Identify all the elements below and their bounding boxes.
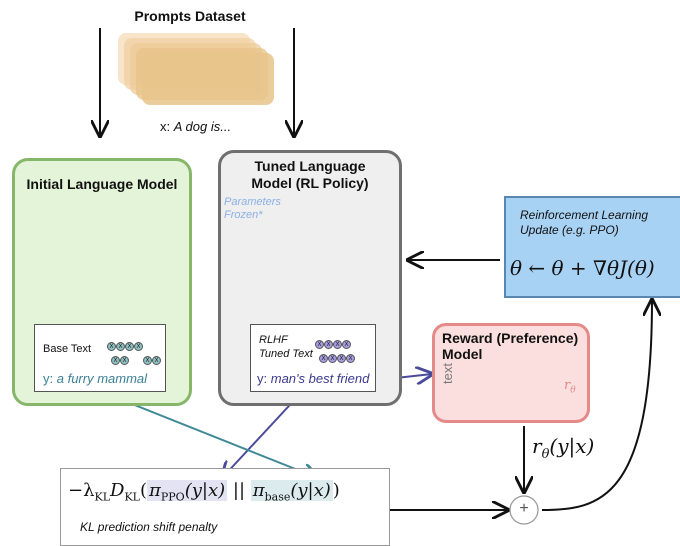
kl-close: ) bbox=[332, 480, 340, 501]
initial-lm-title: Initial Language Model bbox=[26, 176, 178, 192]
token-chip: X bbox=[134, 342, 143, 351]
kl-base-pi: π bbox=[252, 480, 265, 501]
token-chip: X bbox=[324, 340, 333, 349]
tuned-output-prefix: y: bbox=[257, 371, 271, 386]
token-chip: X bbox=[342, 340, 351, 349]
rl-update-line1: Reinforcement Learning bbox=[520, 208, 649, 222]
token-chip: X bbox=[328, 354, 337, 363]
token-chip: X bbox=[333, 340, 342, 349]
sum-symbol: + bbox=[519, 500, 529, 517]
token-chip: X bbox=[337, 354, 346, 363]
rl-update-line2: Update (e.g. PPO) bbox=[520, 223, 619, 237]
tuned-to-kl-arrow bbox=[222, 393, 301, 478]
token-chip: X bbox=[152, 356, 161, 365]
token-chip: X bbox=[125, 342, 134, 351]
kl-open: ( bbox=[140, 480, 148, 501]
reward-title-line2: Model bbox=[442, 346, 483, 362]
tuned-output: y: man's best friend bbox=[257, 371, 369, 386]
reward-signal-label: rθ(y|x) bbox=[532, 434, 594, 462]
reward-output-symbol: rθ bbox=[564, 378, 576, 396]
rl-update-box bbox=[504, 196, 680, 298]
tuned-lm-title-line2: Model (RL Policy) bbox=[251, 175, 369, 191]
sum-node bbox=[509, 495, 539, 525]
kl-sep: || bbox=[232, 480, 246, 501]
rl-update-caption: Reinforcement Learning Update (e.g. PPO) bbox=[520, 208, 648, 238]
reward-output-sub: θ bbox=[570, 385, 576, 396]
tuned-text-label: Tuned Text bbox=[259, 348, 313, 360]
kl-base-args: (y|x) bbox=[290, 480, 331, 501]
initial-output-prefix: y: bbox=[43, 371, 57, 386]
prompt-text: A dog is... bbox=[173, 119, 232, 134]
tuned-output-text: man's best friend bbox=[270, 371, 370, 386]
sum-to-update-arrow bbox=[541, 300, 652, 511]
frozen-note: Parameters Frozen* bbox=[224, 196, 281, 222]
reward-signal-args: (y|x) bbox=[549, 434, 595, 458]
kl-ppo-args: (y|x) bbox=[184, 480, 226, 501]
frozen-note-line1: Parameters bbox=[224, 196, 281, 208]
token-chip: X bbox=[315, 340, 324, 349]
kl-penalty-formula: −λKLDKL(πPPO(y|x) || πbase(y|x)) bbox=[68, 480, 340, 504]
reward-model-box bbox=[432, 323, 590, 423]
base-text-label: Base Text bbox=[43, 343, 92, 355]
token-chip: X bbox=[346, 354, 355, 363]
token-chip: X bbox=[107, 342, 116, 351]
rl-update-equation: θ ← θ + ∇θJ(θ) bbox=[510, 256, 655, 280]
reward-input-label: text bbox=[440, 363, 455, 384]
kl-ppo-pi: π bbox=[149, 480, 161, 501]
tuned-lm-title-line1: Tuned Language bbox=[254, 158, 366, 174]
prompt-example: x: A dog is... bbox=[160, 119, 231, 134]
initial-output-text: a furry mammal bbox=[56, 371, 148, 386]
kl-base-sub: base bbox=[264, 490, 291, 504]
token-chip: X bbox=[143, 356, 152, 365]
token-chip: X bbox=[319, 354, 328, 363]
kl-ppo-term: πPPO(y|x) bbox=[147, 480, 228, 504]
prompts-dataset-stack bbox=[118, 33, 274, 105]
token-chip: X bbox=[111, 356, 120, 365]
kl-prefix: −λ bbox=[68, 480, 95, 501]
kl-lambda-sub: KL bbox=[94, 490, 111, 504]
kl-ppo-sub: PPO bbox=[160, 490, 185, 504]
kl-base-term: πbase(y|x) bbox=[250, 480, 333, 504]
reward-signal-sub: θ bbox=[541, 447, 550, 462]
reward-model-title: Reward (Preference) Model bbox=[442, 330, 578, 362]
kl-caption: KL prediction shift penalty bbox=[80, 520, 218, 534]
initial-output: y: a furry mammal bbox=[43, 371, 147, 386]
reward-title-line1: Reward (Preference) bbox=[442, 330, 579, 346]
kl-d: D bbox=[110, 480, 125, 501]
prompts-dataset-title: Prompts Dataset bbox=[134, 8, 246, 24]
initial-to-kl-arrow bbox=[101, 391, 318, 478]
token-chip: X bbox=[116, 342, 125, 351]
reward-output-r: r bbox=[564, 378, 571, 393]
reward-signal-r: r bbox=[532, 434, 542, 458]
prompt-prefix: x: bbox=[160, 119, 174, 134]
rlhf-label: RLHF bbox=[259, 334, 288, 346]
tuned-lm-title: Tuned Language Model (RL Policy) bbox=[220, 158, 400, 192]
kl-d-sub: KL bbox=[124, 490, 140, 504]
frozen-note-line2: Frozen* bbox=[224, 209, 263, 221]
token-chip: X bbox=[120, 356, 129, 365]
